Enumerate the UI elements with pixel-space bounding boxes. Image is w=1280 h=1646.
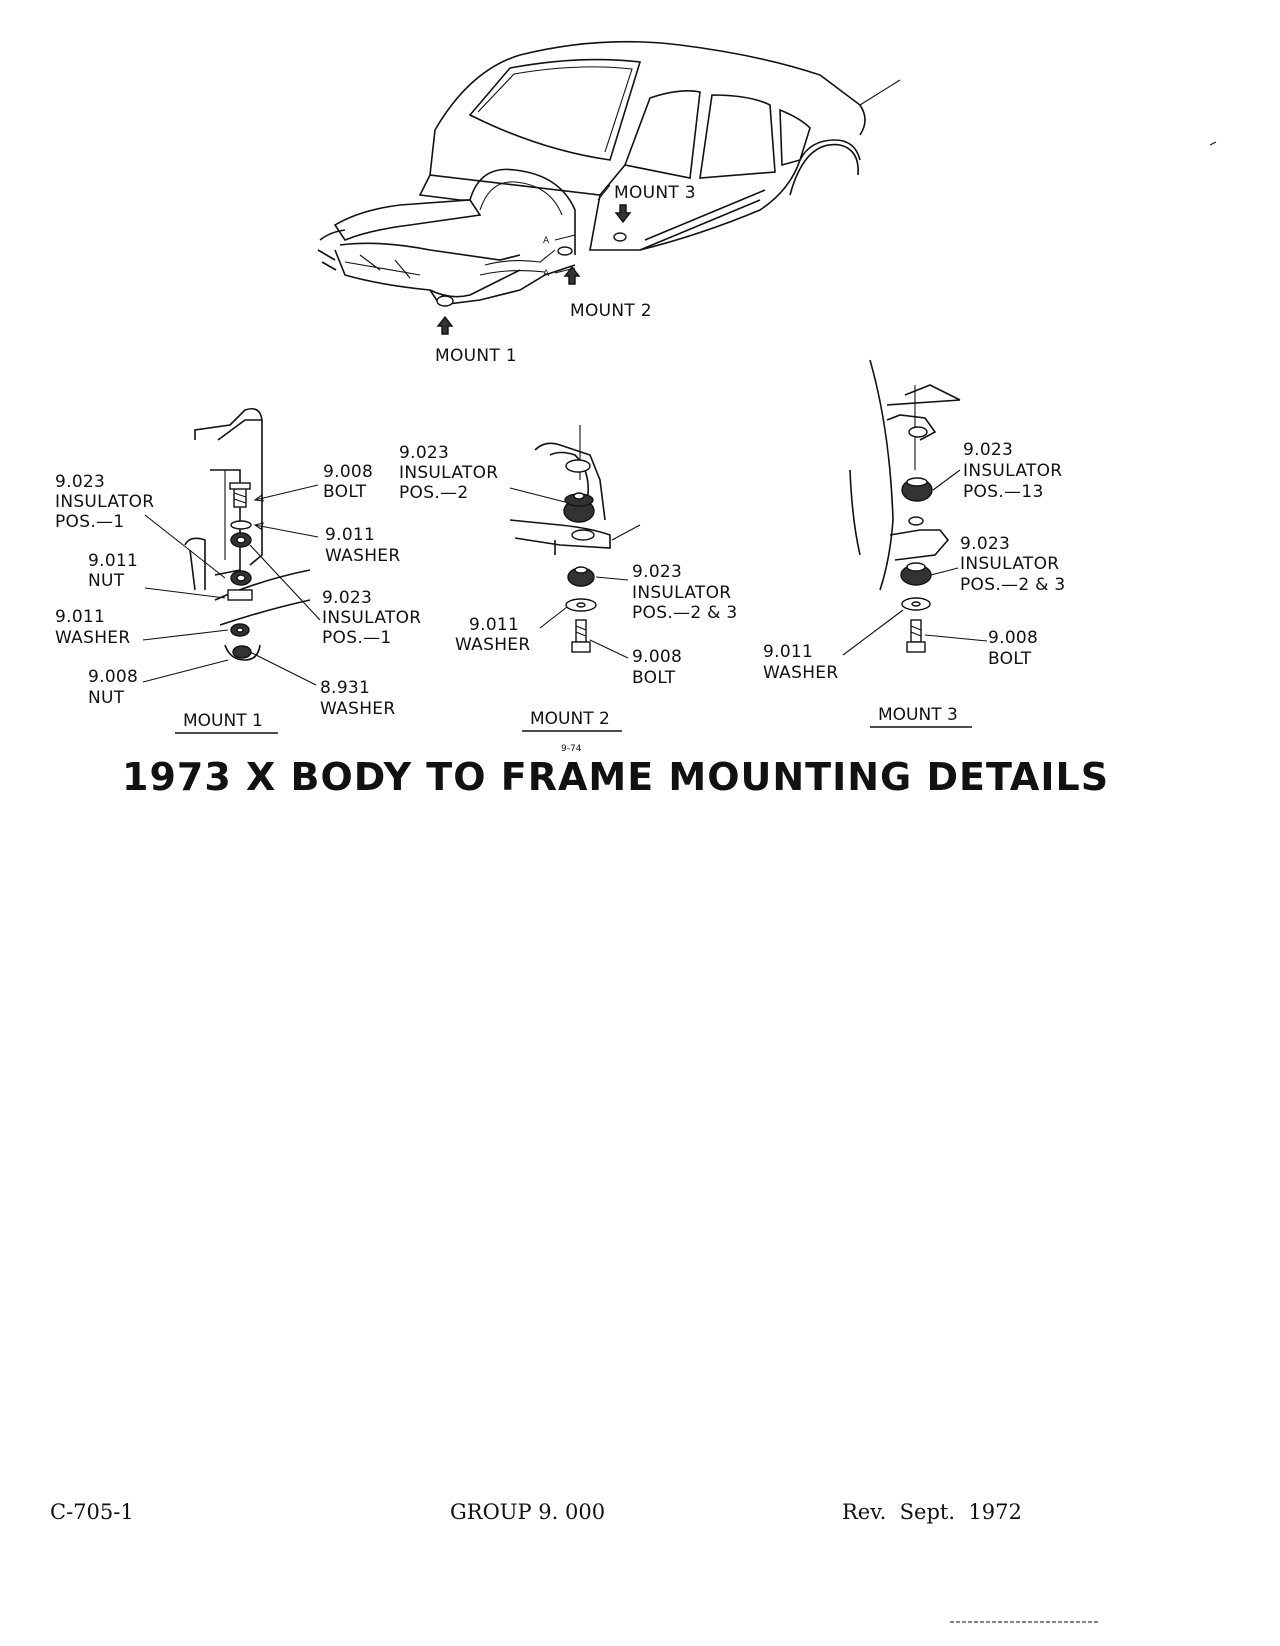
mount1-label-nut-bottom: 9.008 NUT	[88, 667, 138, 708]
svg-text:POS.—13: POS.—13	[963, 482, 1044, 502]
svg-text:INSULATOR: INSULATOR	[963, 461, 1062, 481]
car-body-illustration: A A	[317, 40, 901, 335]
svg-text:9.023: 9.023	[960, 534, 1010, 554]
section-a-upper: A	[543, 236, 550, 246]
footer-document-number: C-705-1	[50, 1500, 134, 1524]
page-title: 1973 X BODY TO FRAME MOUNTING DETAILS	[122, 755, 1109, 799]
mount2-arrow-icon	[563, 265, 581, 285]
car-label-mount3: MOUNT 3	[614, 183, 696, 203]
svg-text:9.008: 9.008	[323, 462, 373, 482]
svg-text:INSULATOR: INSULATOR	[399, 463, 498, 483]
svg-text:WASHER: WASHER	[320, 699, 395, 719]
svg-text:BOLT: BOLT	[323, 482, 367, 502]
mount1-label-washer-bottom: 8.931 WASHER	[320, 678, 395, 719]
svg-text:NUT: NUT	[88, 688, 125, 708]
svg-text:WASHER: WASHER	[763, 663, 838, 683]
svg-text:9.023: 9.023	[399, 443, 449, 463]
svg-text:8.931: 8.931	[320, 678, 370, 698]
mount1-point	[436, 295, 454, 307]
svg-text:9.023: 9.023	[632, 562, 682, 582]
svg-text:INSULATOR: INSULATOR	[960, 554, 1059, 574]
mount3-point	[613, 232, 627, 242]
mount1-nut	[227, 589, 253, 601]
mount1-arrow-icon	[436, 315, 454, 335]
svg-text:INSULATOR: INSULATOR	[55, 492, 154, 512]
mount3-caption: MOUNT 3	[878, 705, 958, 725]
mount1-label-washer-top: 9.011 WASHER	[325, 525, 400, 566]
mount3-arrow-icon	[614, 204, 632, 224]
svg-text:9.023: 9.023	[963, 440, 1013, 460]
svg-text:POS.—1: POS.—1	[322, 628, 391, 648]
svg-text:9.011: 9.011	[469, 615, 519, 635]
svg-text:POS.—2: POS.—2	[399, 483, 468, 503]
mount3-label-washer: 9.011 WASHER	[763, 642, 838, 683]
mount1-bolt-head	[229, 482, 251, 490]
mount2-label-washer: 9.011 WASHER	[455, 615, 530, 655]
mount3-label-insulator-top: 9.023 INSULATOR POS.—13	[963, 440, 1062, 502]
mount3-label-bolt: 9.008 BOLT	[988, 628, 1038, 669]
svg-text:BOLT: BOLT	[632, 668, 676, 688]
mount1-label-nut: 9.011 NUT	[88, 551, 138, 591]
mount1-nut-bottom	[232, 645, 252, 659]
svg-text:WASHER: WASHER	[455, 635, 530, 655]
car-label-mount1: MOUNT 1	[435, 346, 517, 366]
mount2-detail	[509, 425, 641, 659]
mount1-bolt	[233, 486, 247, 508]
section-a-lower: A	[543, 269, 550, 279]
svg-text:9.008: 9.008	[88, 667, 138, 687]
svg-text:9.008: 9.008	[988, 628, 1038, 648]
svg-text:INSULATOR: INSULATOR	[322, 608, 421, 628]
footer-revision: Rev. Sept. 1972	[842, 1500, 1022, 1524]
svg-text:WASHER: WASHER	[55, 628, 130, 648]
svg-text:9.011: 9.011	[55, 607, 105, 627]
mount2-label-insulator-top: 9.023 INSULATOR POS.—2	[399, 443, 498, 503]
mount1-caption: MOUNT 1	[183, 711, 263, 731]
mount1-label-insulator-lower: 9.023 INSULATOR POS.—1	[322, 588, 421, 648]
svg-text:INSULATOR: INSULATOR	[632, 583, 731, 603]
mount2-caption: MOUNT 2	[530, 709, 610, 729]
svg-text:9.011: 9.011	[88, 551, 138, 571]
footer-group: GROUP 9. 000	[450, 1500, 606, 1524]
mount2-point	[557, 246, 573, 256]
mount2-label-insulator-lower: 9.023 INSULATOR POS.—2 & 3	[632, 562, 738, 623]
svg-text:NUT: NUT	[88, 571, 125, 591]
mount1-label-bolt: 9.008 BOLT	[323, 462, 373, 502]
svg-text:9.008: 9.008	[632, 647, 682, 667]
mount1-label-washer-lower: 9.011 WASHER	[55, 607, 130, 648]
mount3-label-insulator-lower: 9.023 INSULATOR POS.—2 & 3	[960, 534, 1066, 595]
mount2-bolt	[575, 619, 587, 643]
svg-text:BOLT: BOLT	[988, 649, 1032, 669]
figure-number: 9-74	[561, 744, 582, 754]
mount1-detail	[142, 407, 321, 686]
svg-text:POS.—1: POS.—1	[55, 512, 124, 532]
svg-text:POS.—2 & 3: POS.—2 & 3	[960, 575, 1066, 595]
mount2-label-bolt: 9.008 BOLT	[632, 647, 682, 688]
svg-text:9.011: 9.011	[325, 525, 375, 545]
svg-text:WASHER: WASHER	[325, 546, 400, 566]
car-label-mount2: MOUNT 2	[570, 301, 652, 321]
svg-text:9.023: 9.023	[322, 588, 372, 608]
svg-text:9.023: 9.023	[55, 472, 105, 492]
svg-text:POS.—2 & 3: POS.—2 & 3	[632, 603, 738, 623]
mount3-bolt	[910, 619, 922, 643]
svg-text:9.011: 9.011	[763, 642, 813, 662]
mount3-detail	[842, 359, 988, 656]
mount1-washer-top	[230, 520, 252, 530]
mount1-label-insulator-top: 9.023 INSULATOR POS.—1	[55, 472, 154, 532]
